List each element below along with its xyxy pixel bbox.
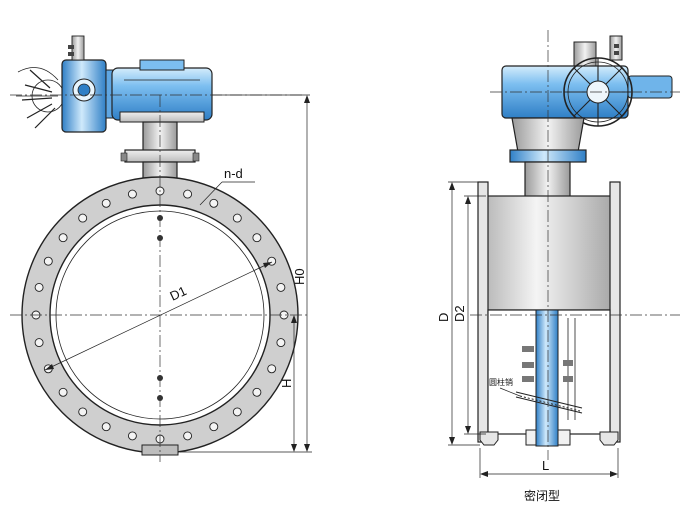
front-view: D1 n-d H0 H [10, 35, 312, 462]
bolt-hole [43, 256, 53, 266]
bolt-hole [183, 431, 193, 441]
bolt-hole [58, 233, 68, 243]
d-label: D [436, 313, 451, 322]
bolt-hole [276, 282, 286, 292]
bolt-hole [34, 338, 44, 348]
bolt-hole [101, 422, 111, 432]
bolt-hole [183, 189, 193, 199]
bolt-hole [232, 213, 242, 223]
side-view: 圆柱销 D D2 L 密闭型 [436, 30, 680, 503]
bolt-hole [78, 213, 88, 223]
bolt-hole [276, 338, 286, 348]
n-d-label: n-d [224, 166, 243, 181]
h-label: H [279, 379, 294, 388]
bolt-hole [34, 282, 44, 292]
handwheel-icon [16, 67, 65, 129]
valve-shaft [535, 309, 559, 447]
l-label: L [542, 458, 549, 473]
bolt-hole [127, 431, 137, 441]
pin-label: 圆柱销 [489, 377, 513, 387]
bolt-hole [101, 198, 111, 208]
valve-body-upper [485, 195, 613, 311]
bolt-hole [78, 407, 88, 417]
d2-label: D2 [452, 305, 467, 322]
bolt-hole [209, 422, 219, 432]
bolt-hole [209, 198, 219, 208]
bolt-hole [232, 407, 242, 417]
h0-label: H0 [292, 268, 307, 285]
bolt-hole [252, 233, 262, 243]
caption: 密闭型 [524, 488, 560, 503]
bolt-hole [127, 189, 137, 199]
d1-label: D1 [167, 283, 188, 304]
bolt-hole [58, 387, 68, 397]
bolt-hole [252, 387, 262, 397]
bolt-hole [267, 364, 277, 374]
